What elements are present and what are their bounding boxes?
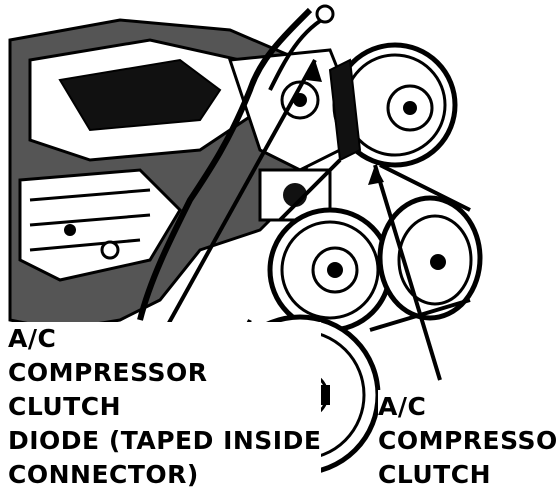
callout-diode-line5: CONNECTOR): [8, 460, 199, 488]
callout-diode-line4: DIODE (TAPED INSIDE: [8, 426, 322, 455]
callout-diode-line1: A/C: [8, 324, 57, 353]
drive-belt: [218, 158, 471, 381]
callout-clutch-line2: COMPRESSOR: [378, 426, 560, 455]
wiring-harness: [137, 7, 313, 321]
crank-pulleys: [267, 207, 393, 333]
callout-clutch-line1: A/C: [378, 392, 427, 421]
callout-clutch-label: A/C COMPRESSOR CLUTCH: [378, 390, 560, 488]
leader-line-diode: [163, 59, 317, 331]
compressor-clutch-pulley: [328, 42, 458, 168]
callout-diode-line2: COMPRESSOR: [8, 358, 208, 387]
leader-line-clutch: [373, 164, 442, 381]
callout-clutch-line3: CLUTCH: [378, 460, 492, 488]
idler-pulley: [377, 195, 483, 321]
callout-diode-line3: CLUTCH: [8, 392, 122, 421]
callout-diode-label: A/C COMPRESSOR CLUTCH DIODE (TAPED INSID…: [8, 322, 322, 488]
